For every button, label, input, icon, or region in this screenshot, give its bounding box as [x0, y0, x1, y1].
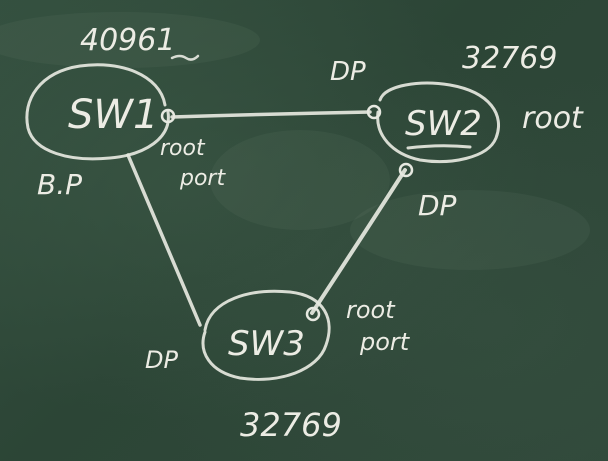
sw3-priority: 32769: [240, 406, 342, 444]
priority-tilde: [170, 54, 200, 61]
erased-smudge: [0, 12, 260, 68]
sw2-priority: 32769: [462, 41, 557, 76]
port-label-sw3-sw2-line2: port: [359, 328, 411, 356]
port-dot-sw2-sw3: [398, 162, 414, 178]
erased-smudge: [350, 190, 590, 270]
port-dot-sw2-sw1: [366, 104, 382, 120]
port-label-sw1-sw2: root port: [160, 136, 226, 191]
sw2-root-label: root: [522, 101, 584, 136]
link-sw2-sw3: [310, 168, 407, 315]
link-sw1-sw3: [126, 153, 202, 327]
erased-smudge: [210, 130, 390, 230]
sw1-priority: 40961: [80, 23, 175, 58]
port-label-sw3-sw1: DP: [145, 346, 178, 374]
sw3-circle: [201, 289, 331, 381]
port-label-sw1-sw3: B.P: [37, 168, 82, 201]
port-label-sw1-sw2-line1: root: [160, 136, 206, 161]
sw2-underline: [406, 144, 472, 150]
port-label-sw2-sw1: DP: [330, 57, 366, 87]
sw2-label: SW2: [405, 104, 482, 144]
sw2-circle: [376, 81, 501, 164]
port-label-sw2-sw3: DP: [418, 189, 457, 222]
sw1-label: SW1: [68, 92, 158, 138]
port-label-sw3-sw2-line1: root: [346, 296, 396, 324]
port-dot-sw3-sw2: [305, 306, 321, 322]
port-label-sw1-sw2-line2: port: [179, 166, 226, 191]
port-label-sw3-sw2: root port: [346, 296, 411, 356]
sw3-label: SW3: [228, 324, 305, 364]
sw1-circle: [25, 63, 170, 161]
port-dot-sw1-sw2: [160, 108, 176, 124]
link-sw1-sw2: [170, 110, 372, 119]
